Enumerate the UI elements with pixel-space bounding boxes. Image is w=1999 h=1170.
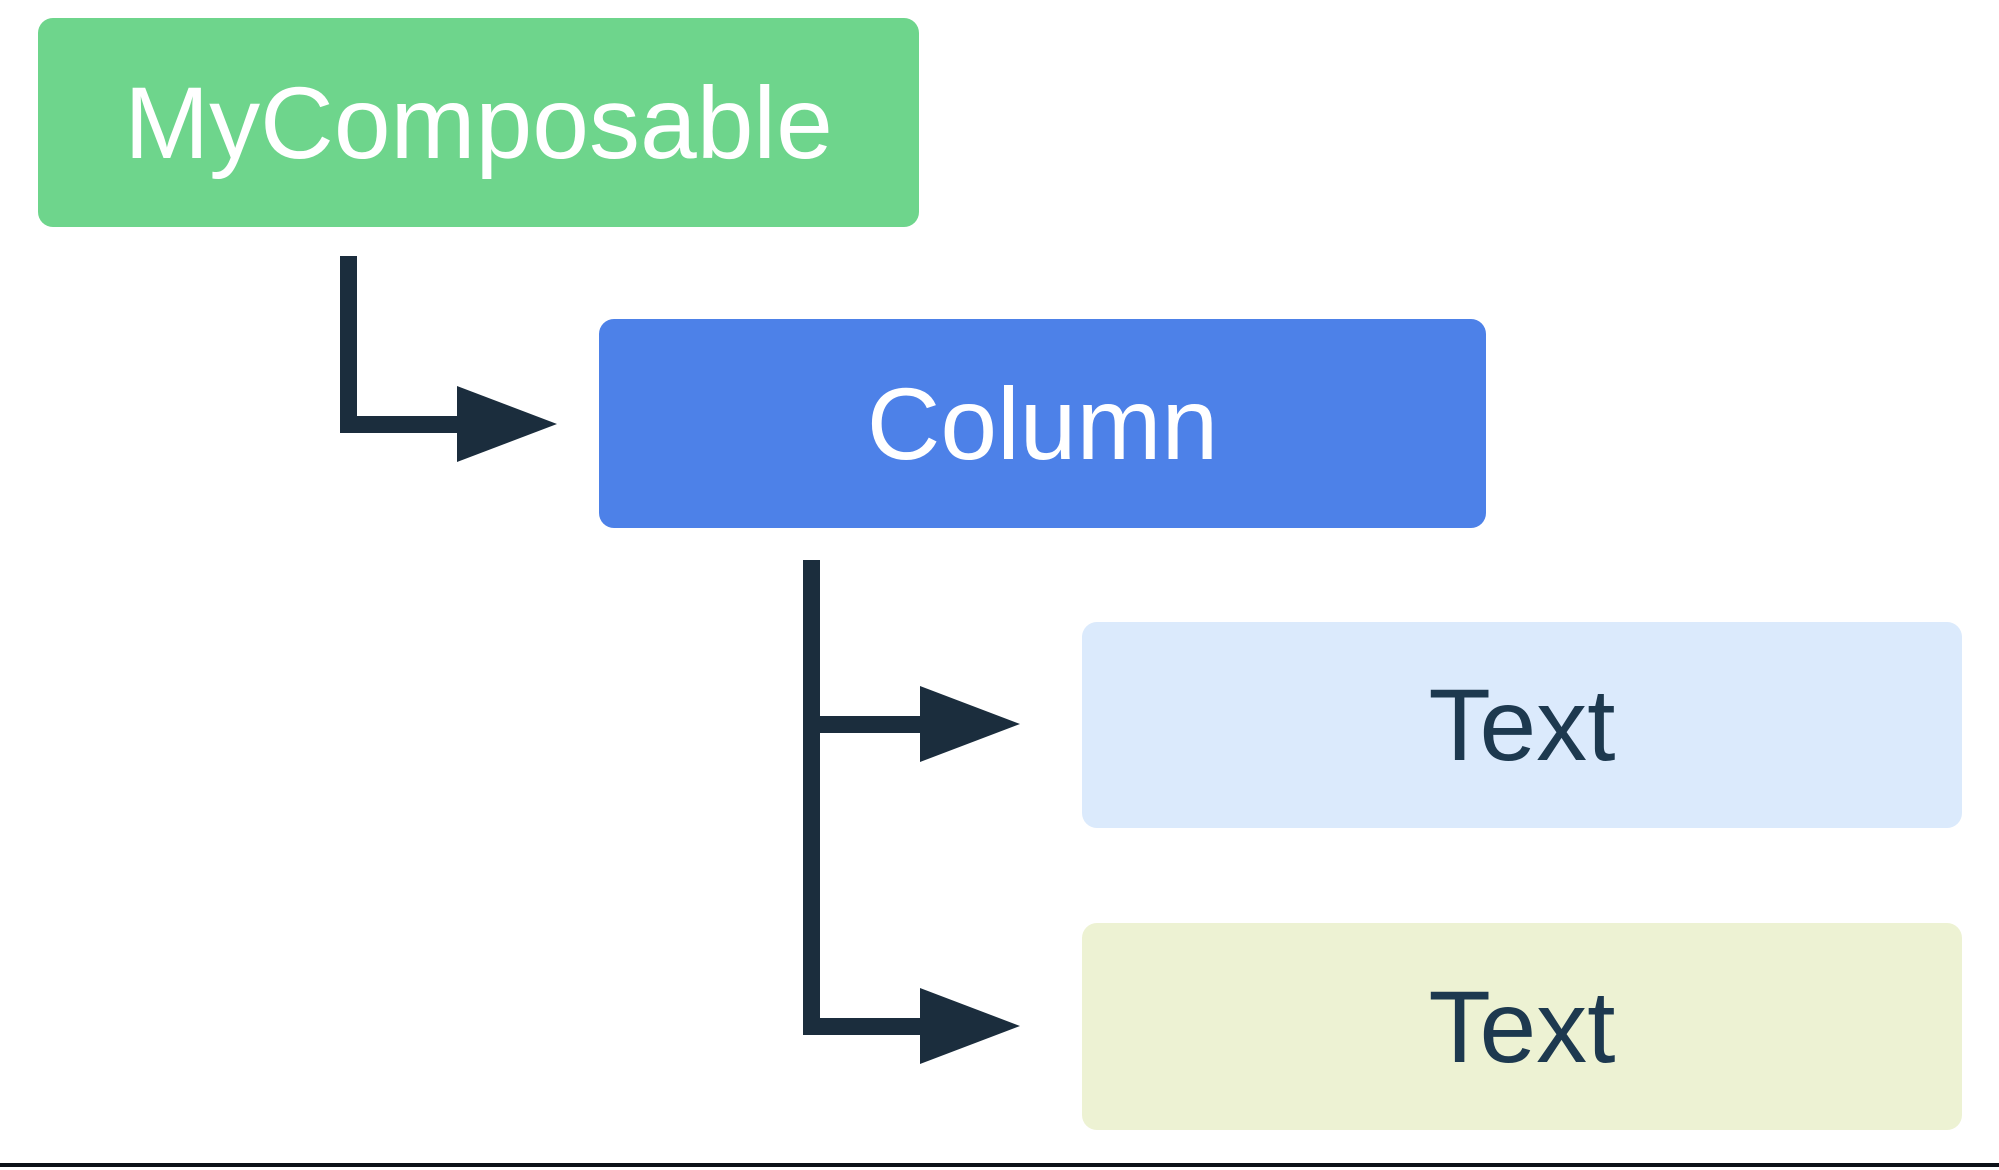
node-text-1: Text bbox=[1082, 622, 1962, 828]
bottom-rule bbox=[0, 1163, 1999, 1167]
edge-column-children-vertical-segment bbox=[803, 560, 820, 1035]
node-column-label: Column bbox=[866, 366, 1219, 481]
edge-column-text2-arrowhead-icon bbox=[920, 988, 1020, 1064]
node-mycomposable: MyComposable bbox=[38, 18, 919, 227]
edge-mycomposable-column-vertical-segment bbox=[340, 256, 357, 433]
node-column: Column bbox=[599, 319, 1486, 528]
edge-column-text2-horizontal-segment bbox=[803, 1018, 921, 1035]
edge-column-text1-horizontal-segment bbox=[803, 716, 921, 733]
edge-column-text1-arrowhead-icon bbox=[920, 686, 1020, 762]
node-text-1-label: Text bbox=[1428, 668, 1616, 782]
node-mycomposable-label: MyComposable bbox=[124, 65, 833, 180]
node-text-2-label: Text bbox=[1428, 969, 1616, 1084]
edge-mycomposable-column-arrowhead-icon bbox=[457, 386, 557, 462]
node-text-2: Text bbox=[1082, 923, 1962, 1130]
edge-mycomposable-column-horizontal-segment bbox=[340, 416, 458, 433]
